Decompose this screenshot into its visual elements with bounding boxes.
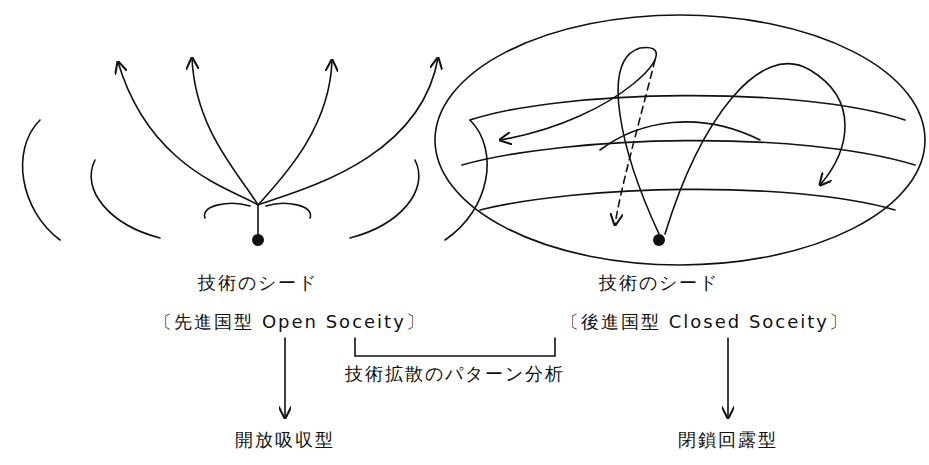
society-type-label: 〔後進国型 Closed Soceity〕 [561, 311, 849, 333]
pattern-label: 閉鎖回露型 [678, 429, 778, 451]
pattern-label: 開放吸収型 [235, 429, 335, 451]
seed-label: 技術のシード [599, 272, 719, 294]
seed-dot [252, 234, 264, 246]
seed-dot [653, 234, 665, 246]
seed-label: 技術のシード [198, 272, 318, 294]
society-type-label: 〔先進国型 Open Soceity〕 [154, 311, 426, 333]
analysis-label: 技術拡散のパターン分析 [345, 363, 565, 385]
